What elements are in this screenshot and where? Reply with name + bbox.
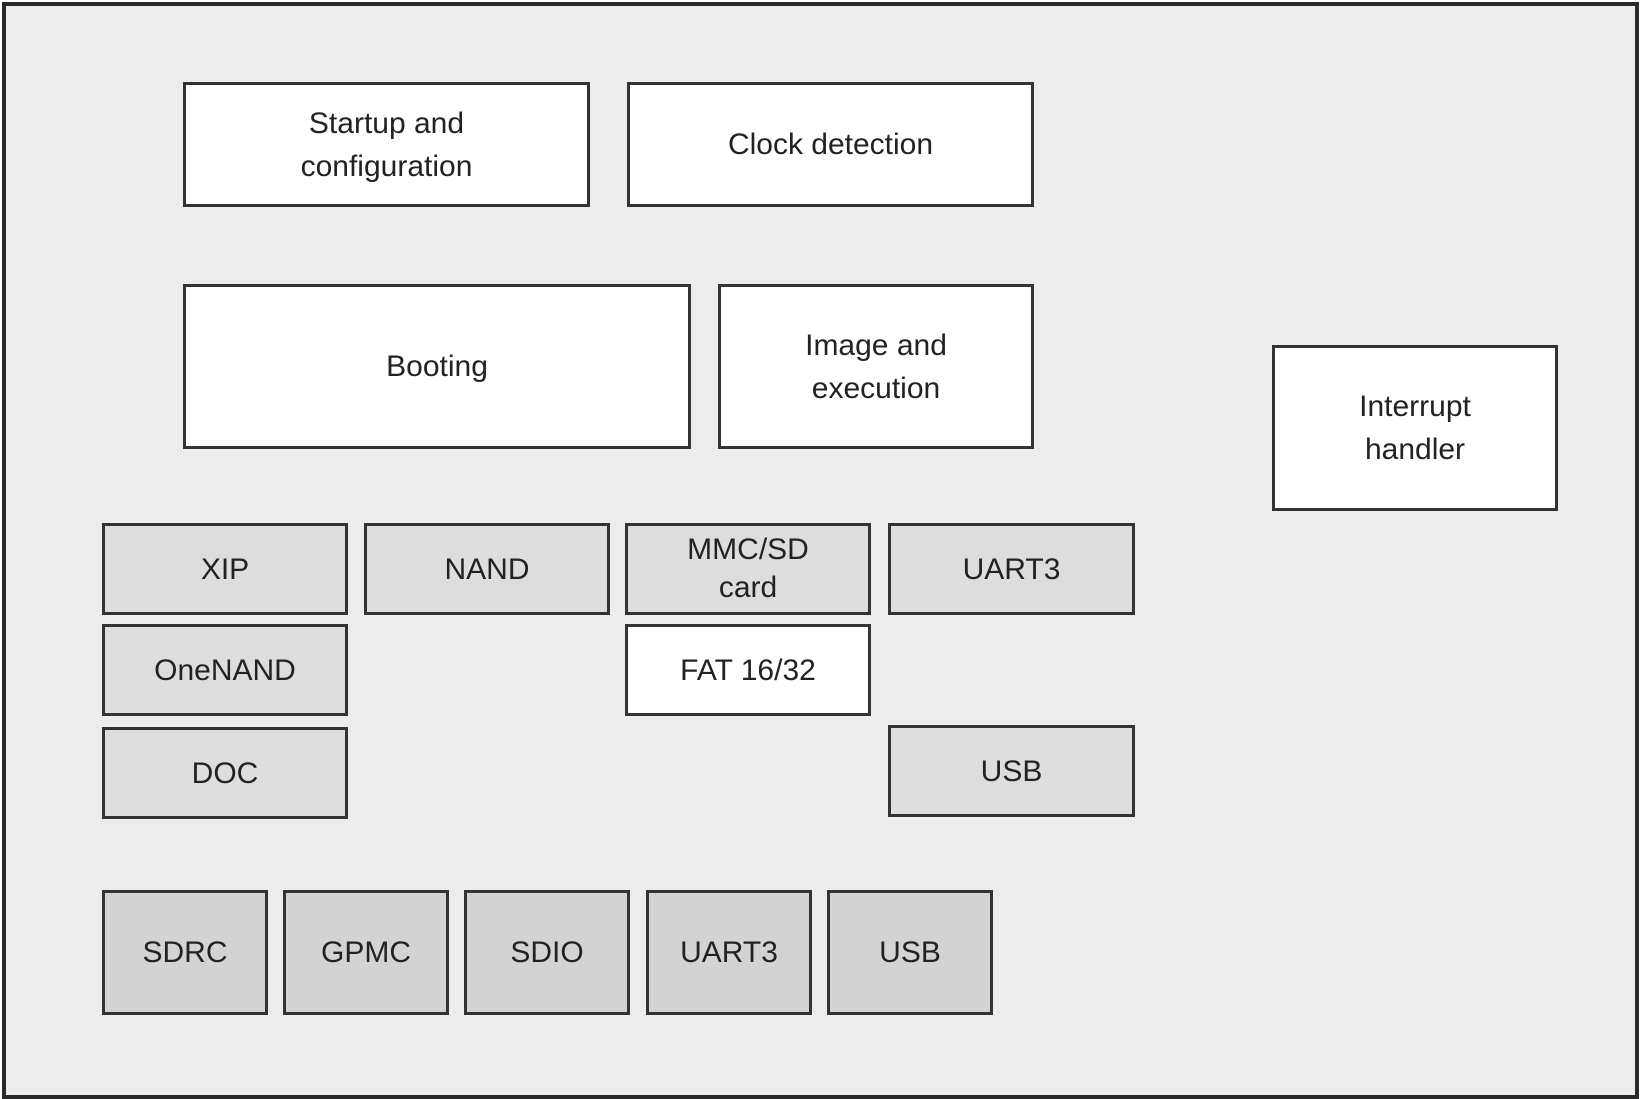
booting-block: Booting bbox=[183, 284, 691, 449]
uart3-device-block: UART3 bbox=[888, 523, 1135, 615]
onenand-device-block: OneNAND bbox=[102, 624, 348, 716]
usb-driver-block: USB bbox=[827, 890, 993, 1015]
interrupt-handler-block: Interrupt handler bbox=[1272, 345, 1558, 511]
mmc-sd-card-label: MMC/SD card bbox=[687, 533, 809, 604]
clock-detection-block: Clock detection bbox=[627, 82, 1034, 207]
nand-device-block: NAND bbox=[364, 523, 610, 615]
interrupt-handler-label: Interrupt handler bbox=[1359, 390, 1471, 466]
usb-device-block: USB bbox=[888, 725, 1135, 817]
sdio-label: SDIO bbox=[510, 936, 584, 969]
uart3-driver-label: UART3 bbox=[680, 936, 778, 969]
xip-device-block: XIP bbox=[102, 523, 348, 615]
onenand-label: OneNAND bbox=[154, 653, 296, 687]
uart3-driver-block: UART3 bbox=[646, 890, 812, 1015]
doc-device-block: DOC bbox=[102, 727, 348, 819]
startup-configuration-label: Startup and configuration bbox=[300, 106, 473, 183]
usb-device-label: USB bbox=[980, 754, 1043, 788]
booting-label: Booting bbox=[386, 350, 488, 383]
image-execution-block: Image and execution bbox=[718, 284, 1034, 449]
fat-label: FAT 16/32 bbox=[680, 653, 816, 687]
fat-filesystem-block: FAT 16/32 bbox=[625, 624, 871, 716]
sdrc-driver-block: SDRC bbox=[102, 890, 268, 1015]
sdio-driver-block: SDIO bbox=[464, 890, 630, 1015]
nand-label: NAND bbox=[444, 552, 530, 586]
uart3-device-label: UART3 bbox=[962, 552, 1061, 586]
gpmc-label: GPMC bbox=[321, 936, 411, 969]
sdrc-label: SDRC bbox=[142, 936, 228, 969]
doc-label: DOC bbox=[191, 756, 259, 790]
usb-driver-label: USB bbox=[879, 936, 941, 969]
image-execution-label: Image and execution bbox=[805, 328, 947, 405]
mmc-sd-card-device-block: MMC/SD card bbox=[625, 523, 871, 615]
gpmc-driver-block: GPMC bbox=[283, 890, 449, 1015]
clock-detection-label: Clock detection bbox=[727, 128, 934, 161]
xip-label: XIP bbox=[200, 552, 250, 586]
startup-configuration-block: Startup and configuration bbox=[183, 82, 590, 207]
